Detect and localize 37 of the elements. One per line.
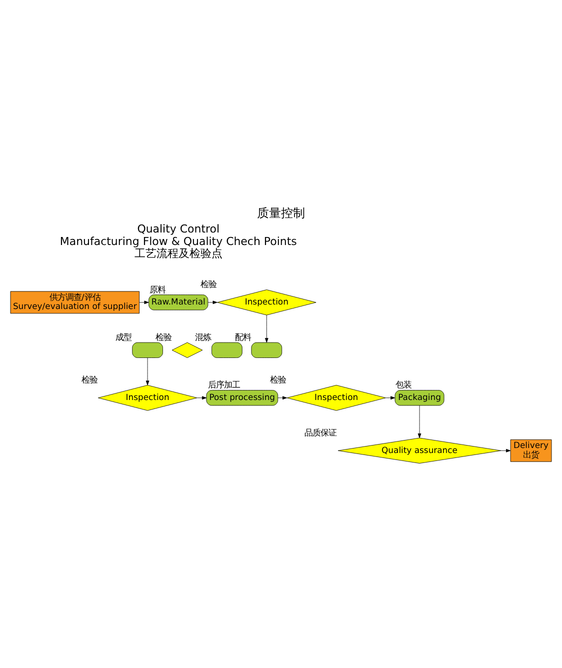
node-box: Packaging — [394, 390, 444, 406]
node-label: 配料 — [234, 331, 251, 342]
node-label: 混炼 — [195, 331, 212, 342]
node-box: Delivery 出货 — [510, 438, 552, 462]
arrow — [264, 314, 268, 342]
node-box — [132, 342, 163, 358]
node-diamond: Inspection — [217, 289, 316, 315]
node-label: 品质保证 — [304, 426, 337, 437]
node-box — [251, 342, 282, 358]
node-label: 原料 — [149, 284, 166, 294]
arrow — [196, 396, 207, 400]
label: 工艺流程及检验点 — [134, 246, 222, 260]
node-diamond: Quality assurance — [338, 437, 502, 464]
node-diamond — [172, 342, 203, 358]
arrow — [139, 300, 149, 304]
label: Quality Control — [137, 222, 220, 236]
arrow — [418, 404, 422, 438]
diagram-title: 质量控制 — [257, 205, 305, 220]
node-box: 供方调查/评估 Survey/evaluation of supplier — [10, 290, 140, 314]
node-box — [212, 342, 242, 358]
node-box: Post processing — [206, 390, 278, 406]
arrow — [500, 448, 511, 452]
arrow — [146, 357, 150, 385]
arrow — [386, 396, 396, 400]
node-diamond: Inspection — [286, 384, 386, 410]
node-label: 检验 — [270, 374, 286, 384]
node-label: 检验 — [155, 331, 172, 342]
node-label: 后序加工 — [208, 379, 240, 390]
node-box: Raw.Material — [148, 294, 208, 310]
arrow — [278, 396, 288, 400]
node-label: 检验 — [200, 278, 217, 289]
arrow — [208, 300, 218, 304]
node-label: 包装 — [396, 379, 412, 390]
node-label: 检验 — [81, 374, 98, 384]
node-label: 成型 — [116, 331, 132, 342]
label: Manufacturing Flow & Quality Chech Points — [60, 234, 297, 248]
node-diamond: Inspection — [98, 384, 198, 410]
